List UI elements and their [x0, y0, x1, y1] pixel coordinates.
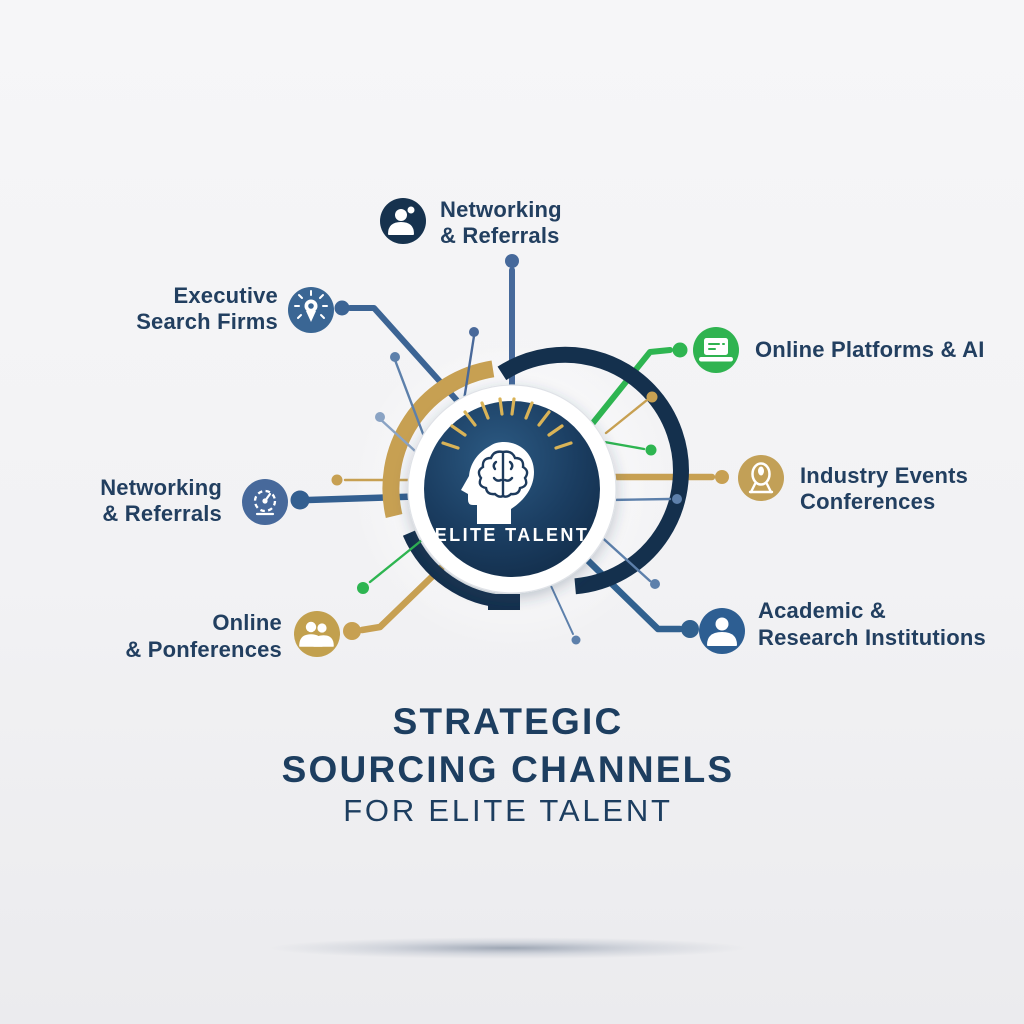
node-networking-referrals-left — [242, 479, 288, 525]
title-line-3: FOR ELITE TALENT — [343, 793, 673, 828]
person-body — [707, 632, 737, 646]
decor-dot — [650, 579, 660, 589]
connector-endpoint-dots — [290, 254, 729, 640]
decor-dots — [331, 327, 682, 645]
dot-networking-left — [290, 490, 310, 510]
projector-lens — [758, 466, 764, 476]
hub: ELITE TALENT — [407, 384, 617, 594]
label-industry-1: Industry Events — [800, 463, 968, 488]
node-academic-research-institutions — [699, 608, 745, 654]
node-executive-search-firms — [288, 287, 334, 333]
decor-dot — [375, 412, 385, 422]
title-line-1: STRATEGIC — [393, 701, 624, 742]
decor-line — [594, 530, 652, 583]
decor-line — [606, 497, 672, 502]
label-networking-top-1: Networking — [440, 197, 562, 222]
person-bun — [407, 206, 415, 214]
projector-body — [751, 462, 771, 486]
decor-dot-green — [645, 444, 657, 456]
pin-rays — [294, 290, 328, 319]
ground-shadow — [268, 937, 748, 959]
people-icon — [294, 611, 340, 657]
hub-label: ELITE TALENT — [435, 525, 589, 545]
label-ponferences-1: Online — [212, 610, 282, 635]
dot-networking-top — [505, 254, 519, 268]
label-executive-1: Executive — [173, 283, 278, 308]
node-industry-events-conferences — [738, 455, 784, 501]
decor-dot-gold — [646, 391, 658, 403]
arc-navy-top-right — [497, 346, 689, 595]
people-head-1 — [305, 621, 317, 633]
people-head-2 — [317, 623, 327, 633]
decor-dot — [390, 352, 400, 362]
brain-icon — [477, 450, 529, 498]
decor-dot — [571, 635, 581, 645]
laptop-screen-lines — [708, 343, 725, 350]
laptop-base — [699, 357, 733, 362]
person-head — [715, 617, 729, 631]
people-body-2 — [313, 635, 334, 647]
laptop-screen — [704, 338, 728, 355]
title-line-2: SOURCING CHANNELS — [282, 749, 735, 790]
decor-line-gold — [604, 398, 649, 435]
rays-icon — [441, 397, 573, 450]
person-head — [395, 209, 407, 221]
arc-notch — [488, 594, 520, 610]
pin-tip — [306, 311, 316, 322]
dot-online-platforms — [672, 342, 688, 358]
projector-legs — [748, 482, 774, 494]
title-block: STRATEGIC SOURCING CHANNELS FOR ELITE TA… — [282, 701, 735, 828]
label-networking-top-2: & Referrals — [440, 223, 560, 248]
pin-hole — [308, 303, 314, 309]
gauge-needle — [263, 492, 272, 503]
connector-online-platforms — [573, 347, 673, 447]
hub-ring — [407, 384, 617, 594]
dot-online-ponferences — [343, 622, 361, 640]
gauge-dial — [253, 489, 277, 513]
node-networking-referrals-top — [380, 198, 426, 244]
node-online-platforms-ai — [693, 327, 739, 373]
head-silhouette — [461, 442, 534, 524]
label-ponferences-2: & Ponferences — [125, 637, 282, 662]
projector-icon — [738, 455, 784, 501]
dot-industry-events — [715, 470, 729, 484]
decor-dot-green — [357, 582, 369, 594]
person-body — [388, 222, 414, 235]
label-networking-left-1: Networking — [100, 475, 222, 500]
person-icon — [699, 608, 745, 654]
node-online-ponferences — [294, 611, 340, 657]
label-academic-2: Research Institutions — [758, 625, 986, 650]
decor-dot-gold — [331, 474, 343, 486]
label-academic-1: Academic & — [758, 598, 886, 623]
label-online-platforms: Online Platforms & AI — [755, 337, 985, 362]
decor-dot — [672, 494, 682, 504]
head-brain-icon — [461, 442, 534, 524]
label-industry-2: Conferences — [800, 489, 935, 514]
label-executive-2: Search Firms — [136, 309, 278, 334]
dot-academic — [681, 620, 699, 638]
decor-dot — [469, 327, 479, 337]
dot-executive-search — [334, 300, 350, 316]
label-networking-left-2: & Referrals — [102, 501, 222, 526]
node-labels: Networking & Referrals Executive Search … — [100, 197, 986, 662]
person-bun-icon — [380, 198, 426, 244]
connector-executive-search — [347, 305, 473, 418]
hub-ring-edge — [407, 384, 617, 594]
